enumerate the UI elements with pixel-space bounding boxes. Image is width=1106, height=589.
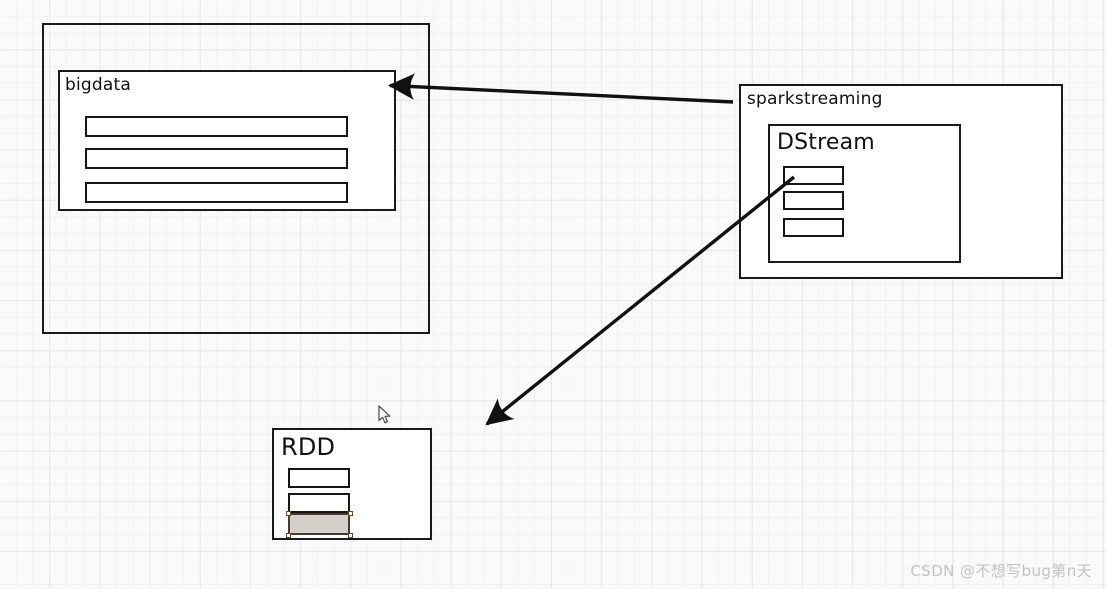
dstream-bar-3[interactable]: [783, 218, 844, 237]
rdd-bar-3-selected[interactable]: [288, 513, 350, 535]
bigdata-label: bigdata: [65, 75, 131, 95]
dstream-bar-2[interactable]: [783, 191, 844, 210]
arrow-sparkstreaming-to-bigdata[interactable]: [387, 73, 734, 104]
bigdata-bar-3[interactable]: [85, 182, 348, 203]
rdd-bar-2[interactable]: [288, 493, 350, 513]
selection-handle-top-left[interactable]: [286, 511, 291, 516]
sparkstreaming-label: sparkstreaming: [747, 89, 883, 109]
outer-frame[interactable]: [42, 23, 430, 334]
csdn-watermark: CSDN @不想写bug第n天: [910, 562, 1092, 580]
selection-handle-bottom-left[interactable]: [286, 533, 291, 538]
bigdata-bar-2[interactable]: [85, 148, 348, 169]
rdd-label: RDD: [281, 433, 336, 461]
dstream-box[interactable]: [768, 124, 961, 263]
selection-handle-top-right[interactable]: [348, 511, 353, 516]
dstream-label: DStream: [777, 130, 875, 155]
dstream-bar-1[interactable]: [783, 166, 844, 185]
selection-handle-bottom-right[interactable]: [348, 533, 353, 538]
bigdata-bar-1[interactable]: [85, 116, 348, 137]
rdd-bar-1[interactable]: [288, 468, 350, 488]
mouse-pointer-icon: [378, 405, 391, 424]
